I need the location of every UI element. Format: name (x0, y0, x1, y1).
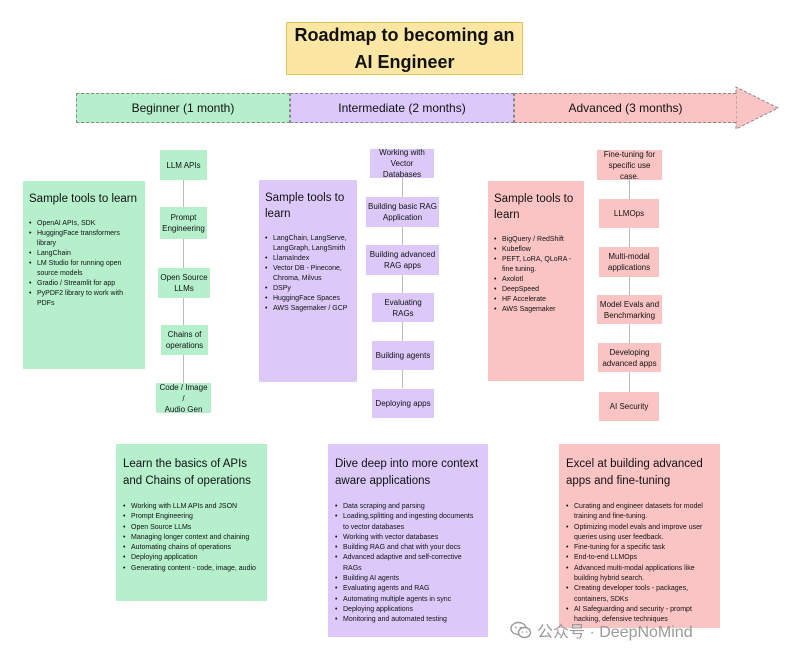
list-item: DeepSpeed (494, 285, 578, 295)
sample-tools-advanced: Sample tools to learn BigQuery / RedShif… (488, 181, 584, 381)
list-item: PEFT, LoRA, QLoRA - fine tuning. (494, 255, 578, 275)
list-item: AWS Sagemaker / GCP (265, 304, 351, 314)
list-item: Deploying application (123, 553, 259, 564)
summary-intermediate: Dive deep into more context aware applic… (328, 444, 488, 637)
step-multi-modal: Multi-modal applications (599, 247, 659, 277)
step-deploying-apps: Deploying apps (372, 389, 434, 418)
list-item: Kubeflow (494, 245, 578, 255)
sample-tools-title: Sample tools to learn (494, 193, 574, 221)
list-item: Vector DB - Pinecone, Chroma, Milvus (265, 264, 351, 284)
list-item: Working with vector databases (335, 533, 480, 544)
list-item: Automating multiple agents in sync (335, 595, 480, 606)
summary-list: Data scraping and parsing Loading,splitt… (335, 502, 480, 626)
list-item: Optimizing model evals and improve user … (566, 523, 712, 544)
list-item: LangChain, LangServe, LangGraph, LangSmi… (265, 234, 351, 254)
list-item: End-to-end LLMOps (566, 553, 712, 564)
step-developing-apps: Developing advanced apps (598, 343, 661, 372)
step-model-evals: Model Evals and Benchmarking (597, 295, 662, 324)
sample-tools-list: BigQuery / RedShift Kubeflow PEFT, LoRA,… (494, 235, 578, 315)
sample-tools-title: Sample tools to learn (265, 192, 345, 220)
summary-title: Excel at building advanced apps and fine… (566, 458, 703, 487)
list-item: Managing longer context and chaining (123, 533, 259, 544)
list-item: Advanced multi-modal applications like b… (566, 564, 712, 585)
connector-intermediate (402, 178, 403, 388)
sample-tools-title: Sample tools to learn (29, 193, 138, 205)
list-item: HF Accelerate (494, 295, 578, 305)
list-item: Curating and engineer datasets for model… (566, 502, 712, 523)
step-ai-security: AI Security (599, 392, 659, 421)
phase-intermediate: Intermediate (2 months) (290, 93, 514, 123)
step-building-agents: Building agents (372, 341, 434, 370)
list-item: Open Source LLMs (123, 523, 259, 534)
list-item: AWS Sagemaker (494, 305, 578, 315)
wechat-icon (510, 621, 532, 639)
list-item: Evaluating agents and RAG (335, 584, 480, 595)
summary-list: Working with LLM APIs and JSON Prompt En… (123, 502, 259, 574)
list-item: Prompt Engineering (123, 512, 259, 523)
list-item: Working with LLM APIs and JSON (123, 502, 259, 513)
list-item: Building RAG and chat with your docs (335, 543, 480, 554)
list-item: LlamaIndex (265, 254, 351, 264)
sample-tools-intermediate: Sample tools to learn LangChain, LangSer… (259, 180, 357, 382)
list-item: Gradio / Streamlit for app (29, 279, 139, 289)
list-item: Monitoring and automated testing (335, 615, 480, 626)
sample-tools-list: LangChain, LangServe, LangGraph, LangSmi… (265, 234, 351, 314)
sample-tools-list: OpenAI APIs, SDK HuggingFace transformer… (29, 219, 139, 309)
step-open-source-llms: Open Source LLMs (158, 268, 210, 298)
step-llmops: LLMOps (599, 199, 659, 228)
step-code-image-audio: Code / Image / Audio Gen (156, 383, 211, 414)
list-item: Axolotl (494, 275, 578, 285)
sample-tools-beginner: Sample tools to learn OpenAI APIs, SDK H… (23, 181, 145, 369)
timeline-arrow (735, 86, 780, 130)
summary-beginner: Learn the basics of APIs and Chains of o… (116, 444, 267, 601)
step-basic-rag: Building basic RAG Application (366, 197, 439, 227)
list-item: OpenAI APIs, SDK (29, 219, 139, 229)
list-item: Loading,splitting and ingesting document… (335, 512, 480, 533)
list-item: Fine-tuning for a specific task (566, 543, 712, 554)
list-item: BigQuery / RedShift (494, 235, 578, 245)
step-chains-of-operations: Chains of operations (161, 325, 208, 355)
summary-title: Dive deep into more context aware applic… (335, 458, 479, 487)
step-evaluating-rags: Evaluating RAGs (372, 293, 434, 322)
step-advanced-rag: Building advanced RAG apps (366, 245, 439, 275)
roadmap-title: Roadmap to becoming an AI Engineer (286, 22, 523, 75)
list-item: LM Studio for running open source models (29, 259, 139, 279)
list-item: AI Safeguarding and security - prompt ha… (566, 605, 712, 626)
phase-beginner: Beginner (1 month) (76, 93, 290, 123)
list-item: HuggingFace transformers library (29, 229, 139, 249)
watermark: 公众号 · DeepNoMind (510, 618, 693, 642)
summary-title: Learn the basics of APIs and Chains of o… (123, 458, 251, 487)
list-item: Automating chains of operations (123, 543, 259, 554)
list-item: PyPDF2 library to work with PDFs (29, 289, 139, 309)
list-item: Advanced adaptive and self-corrective RA… (335, 553, 480, 574)
connector-advanced (629, 180, 630, 395)
list-item: HuggingFace Spaces (265, 294, 351, 304)
watermark-text: 公众号 · DeepNoMind (537, 624, 693, 641)
list-item: Deploying applications (335, 605, 480, 616)
list-item: Building AI agents (335, 574, 480, 585)
list-item: Creating developer tools - packages, con… (566, 584, 712, 605)
list-item: LangChain (29, 249, 139, 259)
list-item: DSPy (265, 284, 351, 294)
phase-advanced: Advanced (3 months) (514, 93, 736, 123)
summary-list: Curating and engineer datasets for model… (566, 502, 712, 626)
step-prompt-engineering: Prompt Engineering (160, 207, 207, 239)
step-llm-apis: LLM APIs (160, 150, 207, 180)
list-item: Data scraping and parsing (335, 502, 480, 513)
list-item: Generating content - code, image, audio (123, 564, 259, 575)
step-vector-databases: Working with Vector Databases (370, 148, 434, 179)
step-fine-tuning: Fine-tuning for specific use case. (597, 150, 662, 181)
summary-advanced: Excel at building advanced apps and fine… (559, 444, 720, 628)
